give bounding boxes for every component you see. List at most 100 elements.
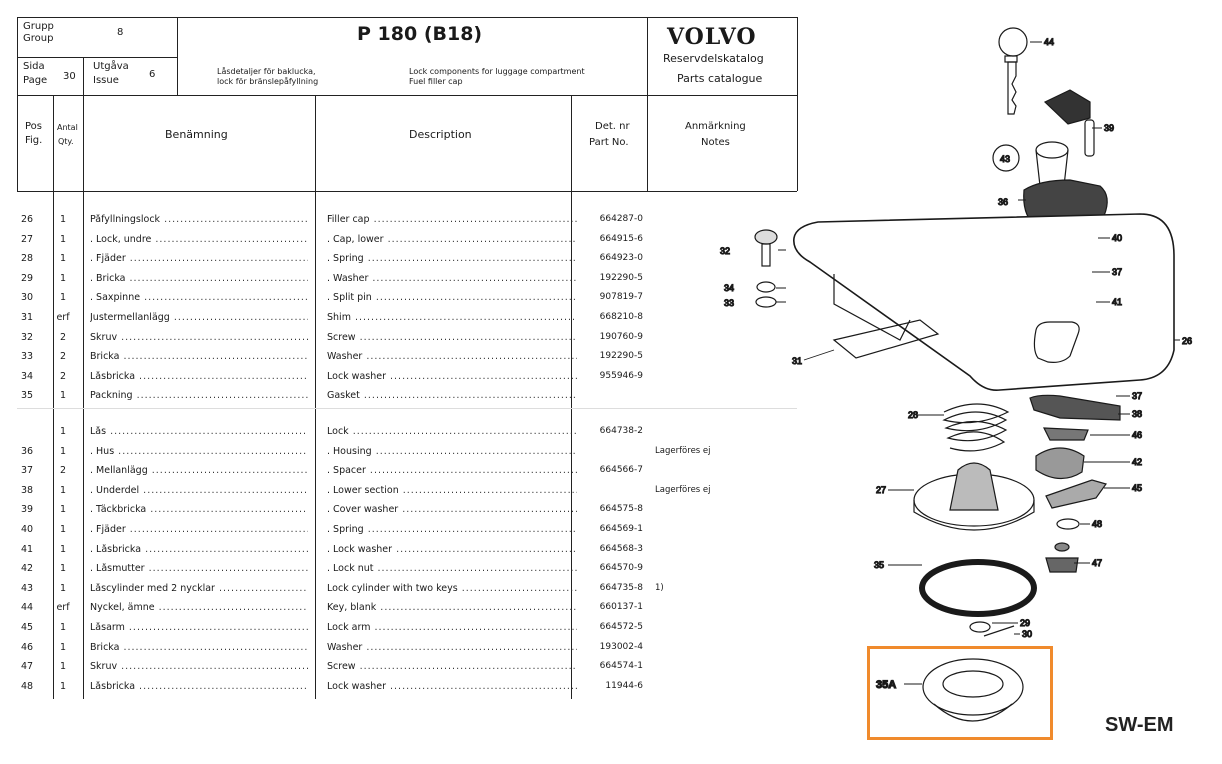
cell-pos: 34 xyxy=(21,370,34,382)
table-row: 1LåsLock664738-2 xyxy=(17,423,797,443)
table-row: 291. Bricka. Washer192290-5 xyxy=(17,270,797,290)
table-row: 332BrickaWasher192290-5 xyxy=(17,348,797,368)
label-28: 28 xyxy=(908,410,918,420)
cell-qty: erf xyxy=(56,602,70,614)
cell-qty: 1 xyxy=(59,214,67,225)
label-43: 43 xyxy=(1000,154,1010,164)
group-value: 8 xyxy=(117,27,124,38)
col-notes-2: Notes xyxy=(701,137,730,148)
col-notes-1: Anmärkning xyxy=(685,121,746,132)
cell-benamning: Bricka xyxy=(90,642,308,653)
cell-pos: 35 xyxy=(21,390,34,402)
cell-pos: 31 xyxy=(21,312,34,323)
cell-part-number: 193002-4 xyxy=(599,641,643,652)
cell-part-number: 664735-8 xyxy=(599,582,643,593)
cell-description: Screw xyxy=(327,332,577,343)
col-partno-2: Part No. xyxy=(589,137,629,148)
issue-label: Issue xyxy=(93,75,119,86)
cell-benamning: . Fjäder xyxy=(90,524,308,535)
col-partno-1: Det. nr xyxy=(595,121,630,132)
cell-notes: Lagerföres ej xyxy=(655,484,711,495)
label-39: 39 xyxy=(1104,123,1114,133)
label-32: 32 xyxy=(720,246,730,256)
cell-benamning: Skruv xyxy=(90,661,308,672)
table-row: 481LåsbrickaLock washer11944-6 xyxy=(17,678,797,698)
cell-benamning: . Mellanlägg xyxy=(90,465,308,476)
cell-description: . Lock washer xyxy=(327,544,577,555)
table-row: 342LåsbrickaLock washer955946-9 xyxy=(17,368,797,388)
col-qty-2: Qty. xyxy=(58,137,74,146)
table-row: 30 1 . Saxpinne . Split pin 907819-7 xyxy=(17,289,797,309)
cell-benamning: Skruv xyxy=(90,332,308,343)
label-27: 27 xyxy=(876,485,886,495)
cell-description: . Spring xyxy=(327,524,577,535)
cell-pos: 30 xyxy=(21,292,34,304)
cell-qty: 2 xyxy=(59,351,67,363)
cell-qty: 1 xyxy=(59,563,67,575)
cell-benamning: Packning xyxy=(90,390,308,401)
cell-part-number: 192290-5 xyxy=(599,351,643,362)
cell-part-number: 664569-1 xyxy=(599,524,643,534)
cell-description: Key, blank xyxy=(327,602,577,613)
cell-description: . Spacer xyxy=(327,465,577,476)
cell-benamning: . Saxpinne xyxy=(90,292,308,303)
cell-part-number: 192290-5 xyxy=(599,272,643,283)
highlight-box-35a xyxy=(867,646,1053,740)
model-title: P 180 (B18) xyxy=(357,23,483,45)
table-row: 401. Fjäder. Spring664569-1 xyxy=(17,521,797,541)
label-42: 42 xyxy=(1132,457,1142,467)
cell-qty: 1 xyxy=(59,390,67,402)
label-40: 40 xyxy=(1112,233,1122,243)
issue-value: 6 xyxy=(149,69,156,80)
cell-pos: 26 xyxy=(21,214,34,225)
sida-label: Sida xyxy=(23,61,45,72)
cell-pos: 33 xyxy=(21,351,34,363)
cell-pos: 41 xyxy=(21,543,34,555)
table-row: 421. Låsmutter. Lock nut664570-9 xyxy=(17,560,797,580)
table-row: 281. Fjäder. Spring664923-0 xyxy=(17,250,797,270)
cell-pos: 44 xyxy=(21,602,34,614)
cell-part-number: 664574-1 xyxy=(599,661,643,672)
cell-notes: 1) xyxy=(655,582,664,593)
cell-benamning: . Underdel xyxy=(90,485,308,496)
cell-part-number: 664738-2 xyxy=(599,426,643,436)
page-value: 30 xyxy=(63,71,76,82)
cell-description: Washer xyxy=(327,351,577,362)
cell-part-number: 668210-8 xyxy=(599,312,643,322)
table-row: 41 1 . Låsbricka . Lock washer 664568-3 xyxy=(17,541,797,561)
cell-description: Lock washer xyxy=(327,681,577,692)
cell-benamning: . Låsmutter xyxy=(90,563,308,574)
label-41: 41 xyxy=(1112,297,1122,307)
label-48: 48 xyxy=(1092,519,1102,529)
cell-part-number: 907819-7 xyxy=(599,292,643,303)
label-30: 30 xyxy=(1022,629,1032,639)
label-37a: 37 xyxy=(1112,267,1122,277)
cell-description: Lock xyxy=(327,426,577,437)
catalog-en: Parts catalogue xyxy=(677,72,763,85)
table-row: 391. Täckbricka. Cover washer664575-8 xyxy=(17,501,797,521)
cell-qty: 1 xyxy=(59,253,67,265)
cell-pos: 47 xyxy=(21,661,34,673)
cell-part-number: 664566-7 xyxy=(599,465,643,476)
cell-description: Filler cap xyxy=(327,214,577,225)
cell-qty: 1 xyxy=(59,292,67,304)
cell-benamning: Låsbricka xyxy=(90,681,308,692)
cell-pos: 27 xyxy=(21,233,34,245)
cell-benamning: . Låsbricka xyxy=(90,544,308,555)
cell-qty: 1 xyxy=(59,680,67,692)
label-35: 35 xyxy=(874,560,884,570)
cell-pos: 40 xyxy=(21,524,34,535)
cell-qty: 1 xyxy=(59,543,67,555)
utgava-label: Utgåva xyxy=(93,61,129,72)
cell-pos: 43 xyxy=(21,582,34,594)
catalog-sv: Reservdelskatalog xyxy=(663,52,764,65)
cell-description: Screw xyxy=(327,661,577,672)
cell-part-number: 664568-3 xyxy=(599,543,643,554)
cell-description: . Split pin xyxy=(327,292,577,303)
label-33: 33 xyxy=(724,298,734,308)
group-label: Group xyxy=(23,33,54,44)
cell-pos: 45 xyxy=(21,622,34,633)
cell-benamning: Låsbricka xyxy=(90,371,308,382)
exploded-diagram: 44 39 43 36 40 37 41 32 34 33 26 31 37 3… xyxy=(719,27,1193,722)
cell-benamning: . Täckbricka xyxy=(90,504,308,515)
